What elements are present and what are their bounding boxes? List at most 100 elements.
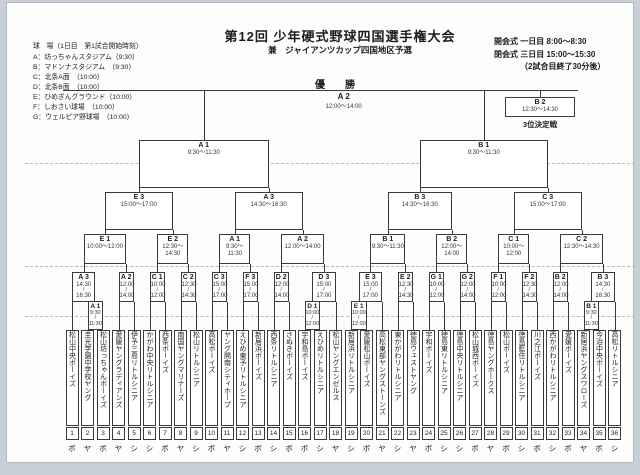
team-number: 35	[592, 427, 606, 440]
team-league: シ	[347, 444, 355, 453]
bracket-line	[529, 264, 531, 272]
team-name-box: 徳島ウェストヤング	[406, 330, 420, 426]
team-league: シ	[455, 444, 464, 453]
team-league: シ	[440, 444, 448, 453]
team-number: 4	[112, 427, 125, 440]
team-league: ボ	[207, 444, 216, 453]
team-name-box: 高松リトルシニア	[608, 330, 621, 426]
team-name-box: 宇和島ボーイズ	[298, 330, 311, 426]
team-number: 24	[422, 427, 435, 440]
team-number: 13	[251, 427, 265, 440]
day-separator-line	[25, 316, 635, 317]
team-name-box: えひめリトルシニア	[313, 330, 327, 426]
final-game-label: A 2	[337, 92, 350, 101]
team-number: 1	[65, 427, 79, 440]
bracket-line	[419, 188, 421, 192]
team-number: 30	[515, 427, 528, 440]
bracket-line	[547, 188, 549, 192]
bracket-line	[227, 302, 228, 330]
team-league: ヤ	[223, 444, 231, 453]
team-league: ボ	[424, 444, 433, 453]
bracket-line	[475, 302, 476, 330]
venue-item: F：しおさい球場 （10:00）	[33, 104, 119, 111]
team-name-box: かがわ中央リトルシニア	[143, 330, 156, 426]
team-league: ボ	[471, 444, 479, 453]
bracket-line	[370, 264, 372, 272]
team-league: ボ	[68, 444, 76, 453]
bracket-line	[428, 302, 430, 330]
team-number: 33	[561, 427, 575, 440]
team-name-box: 川之江ボーイズ	[530, 330, 544, 426]
team-name-box: 西条リトルシニア	[267, 330, 280, 426]
ceremony-line-closing: 閉会式 三日目 15:00～15:30	[494, 49, 596, 59]
team-name-box: ヤング開南シティホープ	[220, 330, 234, 426]
tournament-title: 第12回 少年硬式野球四国選手権大会	[224, 29, 456, 44]
bracket-line	[157, 264, 159, 272]
venue-item: D：北条B面 （10:00）	[33, 84, 104, 91]
venue-list: 球 場（1日目 第1試合開始時刻） A：坊っちゃんスタジアム（9:30） B：マ…	[33, 42, 143, 123]
day-separator-line	[25, 265, 635, 267]
bracket-line	[281, 264, 283, 272]
bracket-line	[413, 302, 414, 330]
team-league: ヤ	[83, 444, 92, 453]
bracket-line	[490, 302, 492, 330]
bracket-line	[180, 302, 182, 330]
bracket-line	[196, 302, 197, 330]
team-league: シ	[269, 444, 278, 453]
team-number: 18	[329, 427, 342, 440]
team-league: ヤ	[409, 444, 417, 453]
bracket-line	[104, 230, 106, 234]
team-number: 9	[189, 427, 203, 440]
bracket-line	[513, 230, 515, 234]
bracket-line	[537, 302, 538, 330]
team-league: ヤ	[176, 444, 185, 453]
team-name-box: 伊予三島リトルシニア	[127, 330, 141, 426]
team-name-box: 松山リトルシニア	[189, 330, 203, 426]
bracket-line	[451, 230, 453, 234]
team-number: 23	[406, 427, 420, 440]
bracket-line	[506, 302, 507, 330]
team-league: シ	[393, 444, 402, 453]
team-number: 6	[143, 427, 156, 440]
team-number: 31	[530, 427, 544, 440]
team-number: 22	[391, 427, 404, 440]
team-league: シ	[610, 444, 619, 453]
team-name-box: 愛媛ヤングラディアンズ	[112, 330, 125, 426]
team-name-box: 松山坊っちゃんボーイズ	[96, 330, 110, 426]
team-name-box: 松山城西ボーイズ	[468, 330, 482, 426]
bracket-line	[335, 302, 337, 330]
team-number: 15	[282, 427, 296, 440]
team-name-box: 愛媛松山ボーイズ	[360, 330, 373, 426]
bracket-line	[126, 264, 128, 272]
bracket-line	[521, 302, 523, 330]
team-number: 26	[453, 427, 466, 440]
team-league: ヤ	[378, 444, 386, 453]
venue-item: C：北条A面 （10:00）	[33, 74, 104, 81]
team-name-box: 徳島藍住リトルシニア	[515, 330, 528, 426]
team-name-box: 圭光学園中学校ヤング	[81, 330, 94, 426]
team-number: 3	[96, 427, 110, 440]
team-league: ヤ	[579, 444, 588, 453]
ceremony-line-note: （2試合目終了30分後）	[520, 62, 606, 71]
team-name-box: 宇和ボーイズ	[422, 330, 435, 426]
team-number: 11	[220, 427, 234, 440]
bracket-line	[250, 264, 252, 272]
